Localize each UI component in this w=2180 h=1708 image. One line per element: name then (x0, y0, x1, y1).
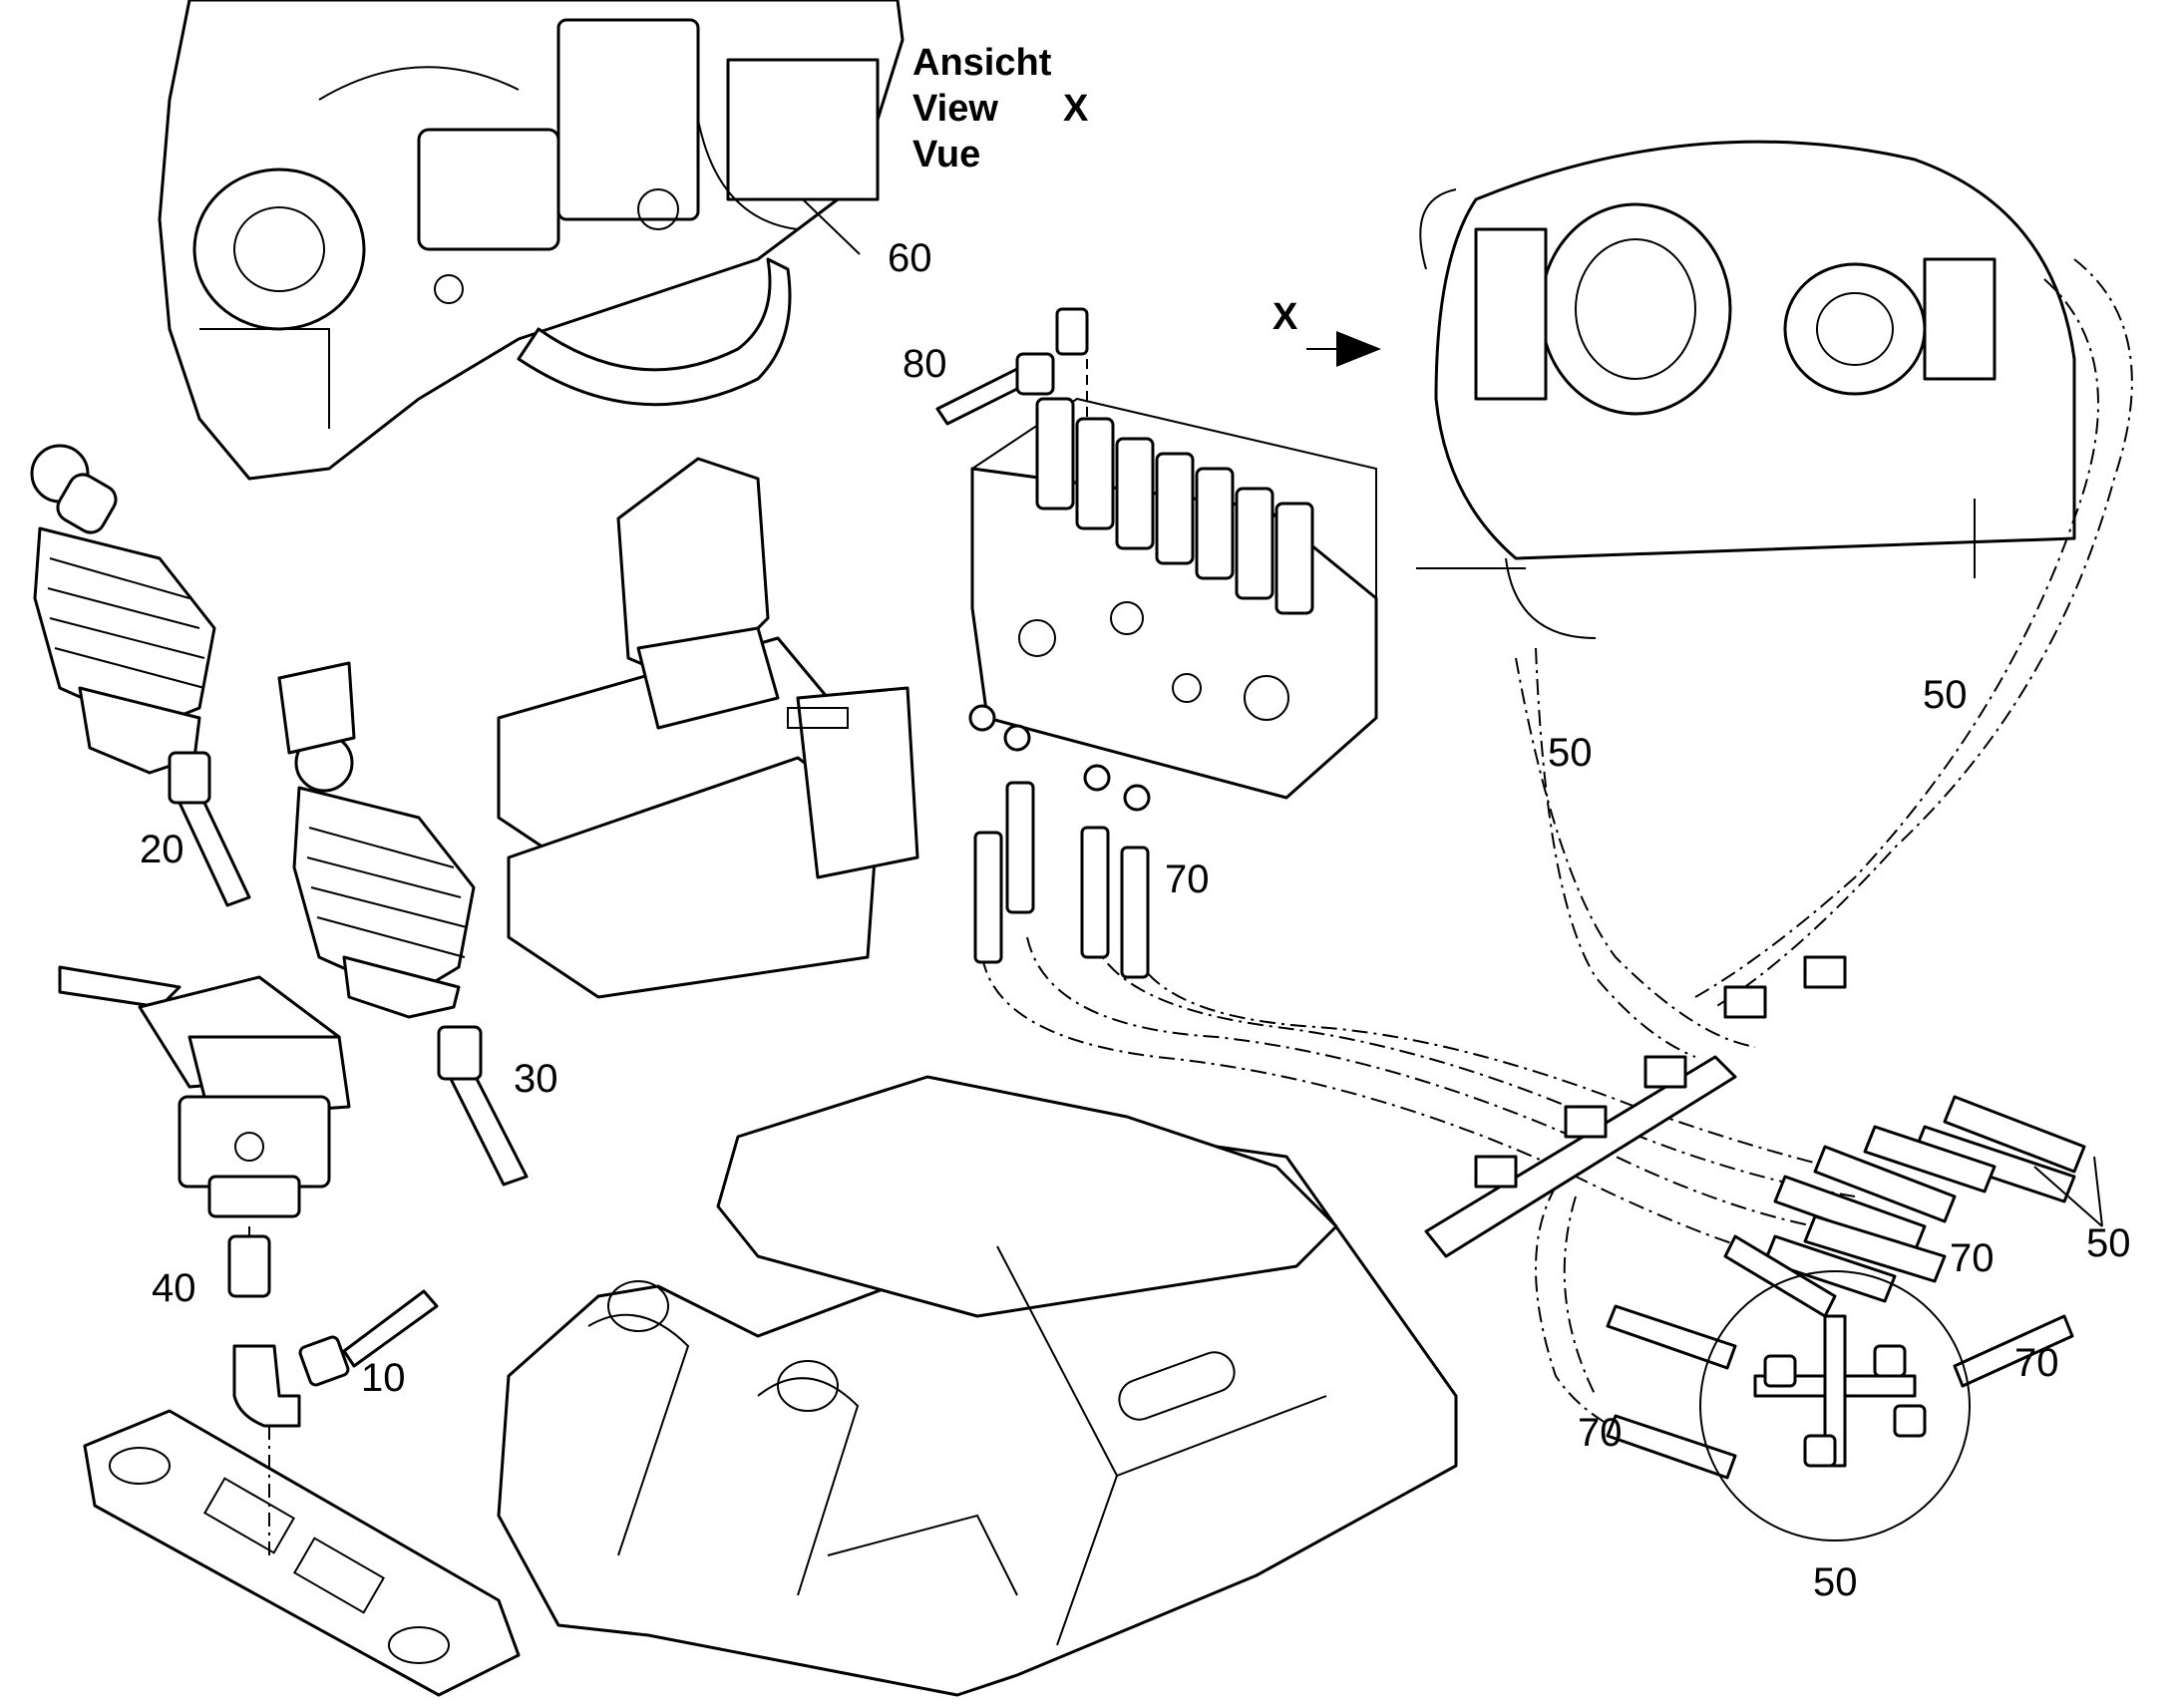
callout-60: 60 (888, 236, 932, 280)
callout-numbers: 60 80 20 30 40 10 70 50 50 70 50 70 70 5… (140, 236, 2131, 1604)
hose-fitting-30 (437, 1025, 529, 1187)
view-x-arrow (1306, 331, 1381, 367)
callout-50-left-hose: 50 (1548, 731, 1593, 775)
view-label-german: Ansicht (912, 42, 1052, 84)
upper-frame (497, 1075, 1458, 1697)
view-arrow-letter: X (1272, 296, 1298, 338)
callout-50-detail: 50 (1813, 1560, 1858, 1604)
fitting-40 (227, 1226, 271, 1298)
leader-lines (802, 198, 2103, 1227)
callout-80: 80 (903, 342, 947, 386)
callout-70-right: 70 (2014, 1341, 2059, 1385)
view-x-label: Ansicht View Vue X X (912, 42, 1298, 338)
valve-solenoids (1035, 397, 1314, 615)
view-label-french: Vue (912, 134, 980, 175)
hose-ends-50 (1763, 1095, 2086, 1303)
callout-20: 20 (140, 828, 184, 871)
callout-70-hose-bundle: 70 (1950, 1236, 1995, 1280)
callout-70-left: 70 (1578, 1411, 1623, 1455)
callout-50-right-hose: 50 (1923, 673, 1968, 717)
hose-routing (981, 258, 2133, 1457)
operator-console (277, 661, 919, 999)
joystick-right (292, 733, 476, 1019)
view-x-assembly (1416, 140, 2076, 639)
hoses-70-valve (968, 704, 1151, 979)
detail-circle-50 (1699, 1270, 1971, 1541)
view-label-letter: X (1063, 88, 1089, 130)
hose-fitting-20 (168, 751, 251, 907)
callout-30: 30 (514, 1057, 558, 1101)
joystick-left (30, 444, 216, 775)
hose-clamps (1424, 955, 1847, 1258)
callout-40: 40 (152, 1266, 196, 1310)
operator-seat (497, 457, 830, 859)
fitting-80 (935, 307, 1089, 426)
elbow-hose-10 (232, 1289, 439, 1428)
control-valve-block (970, 397, 1378, 800)
callout-10: 10 (361, 1356, 406, 1400)
view-label-english: View (912, 88, 998, 130)
engine-assembly (158, 0, 905, 481)
pedal-assembly (58, 965, 351, 1218)
mounting-plate (83, 1409, 521, 1697)
callout-70-valve: 70 (1165, 857, 1210, 901)
callout-50-hose-ends: 50 (2086, 1221, 2131, 1265)
